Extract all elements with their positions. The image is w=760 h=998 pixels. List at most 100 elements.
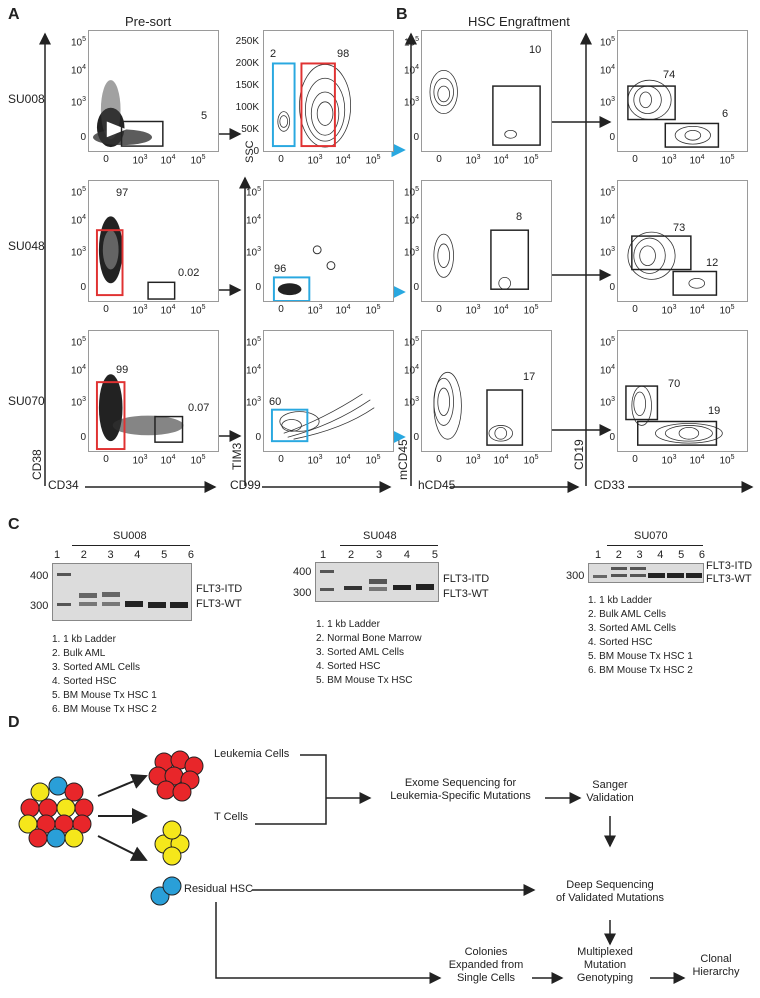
y-tick-label: 103 [245, 246, 261, 259]
workflow-diagram [18, 750, 686, 984]
clonal-hierarchy-label: Clonal Hierarchy [692, 953, 740, 978]
gel1-bracket [72, 545, 190, 546]
gel3-marker-300: 300 [566, 570, 585, 582]
y-tick-label: 50K [241, 124, 259, 135]
x-tick-label: 104 [689, 304, 705, 317]
t-cell-cluster [154, 820, 190, 866]
x-tick-label: 105 [523, 154, 539, 167]
y-tick-label: 200K [235, 58, 259, 69]
x-tick-label: 103 [307, 154, 323, 167]
multiplexed-label: Multiplexed Mutation Genotyping [576, 946, 634, 984]
y-tick-label: 105 [599, 36, 615, 49]
y-tick-label: 104 [599, 214, 615, 227]
gel1-marker-300: 300 [30, 600, 49, 612]
gate-value: 8 [516, 211, 523, 223]
x-tick-label: 0 [436, 454, 442, 465]
x-tick-label: 104 [689, 454, 705, 467]
x-tick-label: 0 [278, 154, 284, 165]
x-tick-label: 104 [160, 454, 176, 467]
gel3-image [588, 563, 704, 583]
y-tick-label: 104 [403, 364, 419, 377]
panel-b-header: HSC Engraftment [468, 14, 570, 29]
x-tick-label: 105 [523, 304, 539, 317]
sanger-label: Sanger Validation [586, 779, 634, 804]
y-tick-label: 104 [403, 214, 419, 227]
panel-c-letter: C [8, 516, 20, 533]
y-tick-label: 103 [70, 246, 86, 259]
mixed-cell-cluster [18, 776, 94, 848]
plot-su070-cd34-cd38 [88, 330, 219, 452]
x-axis-label-cd34: CD34 [48, 478, 79, 492]
gate-value: 96 [274, 263, 287, 275]
x-tick-label: 105 [719, 154, 735, 167]
y-tick-label: 0 [80, 282, 86, 293]
y-axis-label-cd38: CD38 [30, 449, 44, 480]
t-cells-label: T Cells [214, 811, 249, 823]
plot-su048-cd33-cd19 [617, 180, 748, 302]
gel3-itd-label: FLT3-ITD [706, 560, 753, 572]
x-tick-label: 103 [661, 154, 677, 167]
y-tick-label: 104 [70, 64, 86, 77]
x-tick-label: 0 [103, 454, 109, 465]
residual-hsc-label: Residual HSC [184, 883, 254, 895]
x-tick-label: 0 [278, 304, 284, 315]
x-tick-label: 105 [719, 304, 735, 317]
y-tick-label: 103 [599, 96, 615, 109]
x-tick-label: 103 [661, 454, 677, 467]
y-tick-label: 103 [599, 246, 615, 259]
y-tick-label: 0 [253, 146, 259, 157]
gate-value: 12 [706, 257, 719, 269]
x-tick-label: 105 [365, 304, 381, 317]
panel-a-header: Pre-sort [125, 14, 172, 29]
x-tick-label: 103 [132, 154, 148, 167]
deep-seq-label: Deep Sequencing of Validated Mutations [555, 879, 665, 904]
x-tick-label: 105 [719, 454, 735, 467]
x-tick-label: 0 [632, 304, 638, 315]
y-tick-label: 105 [403, 36, 419, 49]
y-tick-label: 104 [70, 364, 86, 377]
x-tick-label: 104 [493, 304, 509, 317]
gel2-wt-label: FLT3-WT [443, 588, 489, 600]
y-tick-label: 105 [245, 336, 261, 349]
plot-su008-hcd45-mcd45 [421, 30, 552, 152]
x-axis-label-cd33: CD33 [594, 478, 625, 492]
x-axis-label-hcd45: hCD45 [418, 478, 456, 492]
gate-value: 5 [201, 110, 208, 122]
plot-su070-cd33-cd19 [617, 330, 748, 452]
x-tick-label: 104 [335, 454, 351, 467]
hsc-cluster [150, 876, 182, 906]
y-tick-label: 250K [235, 36, 259, 47]
colonies-label: Colonies Expanded from Single Cells [448, 946, 524, 984]
x-tick-label: 0 [103, 154, 109, 165]
y-axis-label-cd19: CD19 [572, 439, 586, 470]
y-tick-label: 105 [599, 336, 615, 349]
y-tick-label: 0 [609, 132, 615, 143]
x-tick-label: 103 [307, 304, 323, 317]
y-tick-label: 103 [403, 246, 419, 259]
y-tick-label: 105 [403, 336, 419, 349]
gate-value: 99 [116, 364, 129, 376]
x-tick-label: 0 [278, 454, 284, 465]
gel3-title: SU070 [634, 530, 668, 542]
x-tick-label: 103 [465, 304, 481, 317]
gate-value: 0.02 [178, 267, 200, 279]
y-axis-label-mcd45: mCD45 [396, 439, 410, 480]
plot-su008-cd99-ssc [263, 30, 394, 152]
gel2-marker-300: 300 [293, 587, 312, 599]
y-tick-label: 0 [413, 132, 419, 143]
y-tick-label: 105 [70, 36, 86, 49]
row-label-su008: SU008 [8, 92, 45, 106]
gate-value: 74 [663, 69, 676, 81]
x-tick-label: 0 [436, 154, 442, 165]
row-label-su048: SU048 [8, 239, 45, 253]
gate-value: 70 [668, 378, 681, 390]
x-tick-label: 103 [465, 454, 481, 467]
plot-su070-hcd45-mcd45 [421, 330, 552, 452]
y-tick-label: 0 [413, 282, 419, 293]
y-tick-label: 0 [80, 432, 86, 443]
gel1-image [52, 563, 192, 621]
y-tick-label: 105 [403, 186, 419, 199]
